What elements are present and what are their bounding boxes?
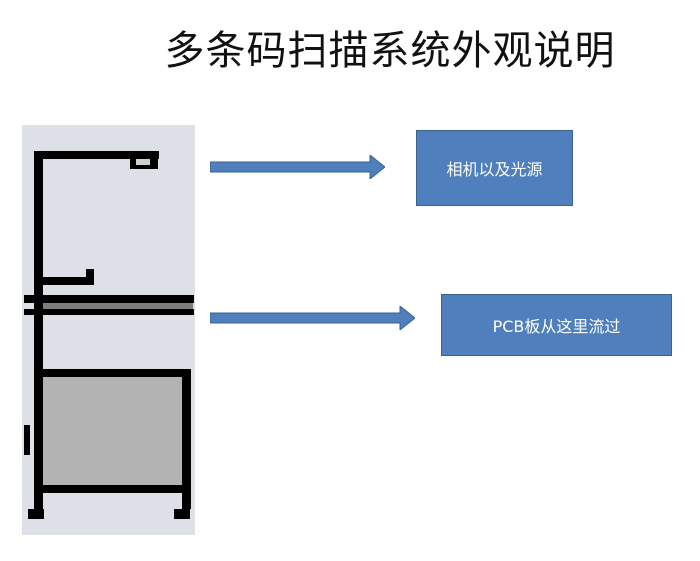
pcb-flow-label-text: PCB板从这里流过: [492, 317, 621, 336]
rail-bracket: [43, 277, 93, 285]
slide-title: 多条码扫描系统外观说明: [164, 28, 616, 74]
left-foot: [28, 509, 44, 519]
top-arm: [36, 151, 159, 159]
camera-light-label: 相机以及光源: [416, 130, 573, 206]
left-leg-outer: [24, 425, 30, 455]
rail-bracket-post: [86, 269, 94, 285]
lower-frame-top: [34, 369, 190, 377]
lower-frame-bottom: [34, 485, 190, 493]
conveyor-rail-bottom: [24, 309, 194, 315]
camera-light-label-text: 相机以及光源: [446, 160, 543, 179]
right-arrow-icon: [210, 306, 415, 330]
right-leg: [182, 369, 191, 509]
conveyor-rail-top: [24, 295, 194, 303]
camera-lens: [136, 159, 150, 165]
right-arrow-icon: [210, 155, 385, 179]
cabinet-panel: [43, 377, 182, 487]
pcb-flow-label: PCB板从这里流过: [441, 294, 672, 356]
machine-illustration: [22, 125, 195, 535]
conveyor-gap: [43, 303, 193, 309]
left-pillar: [34, 151, 43, 511]
right-foot: [174, 509, 190, 519]
